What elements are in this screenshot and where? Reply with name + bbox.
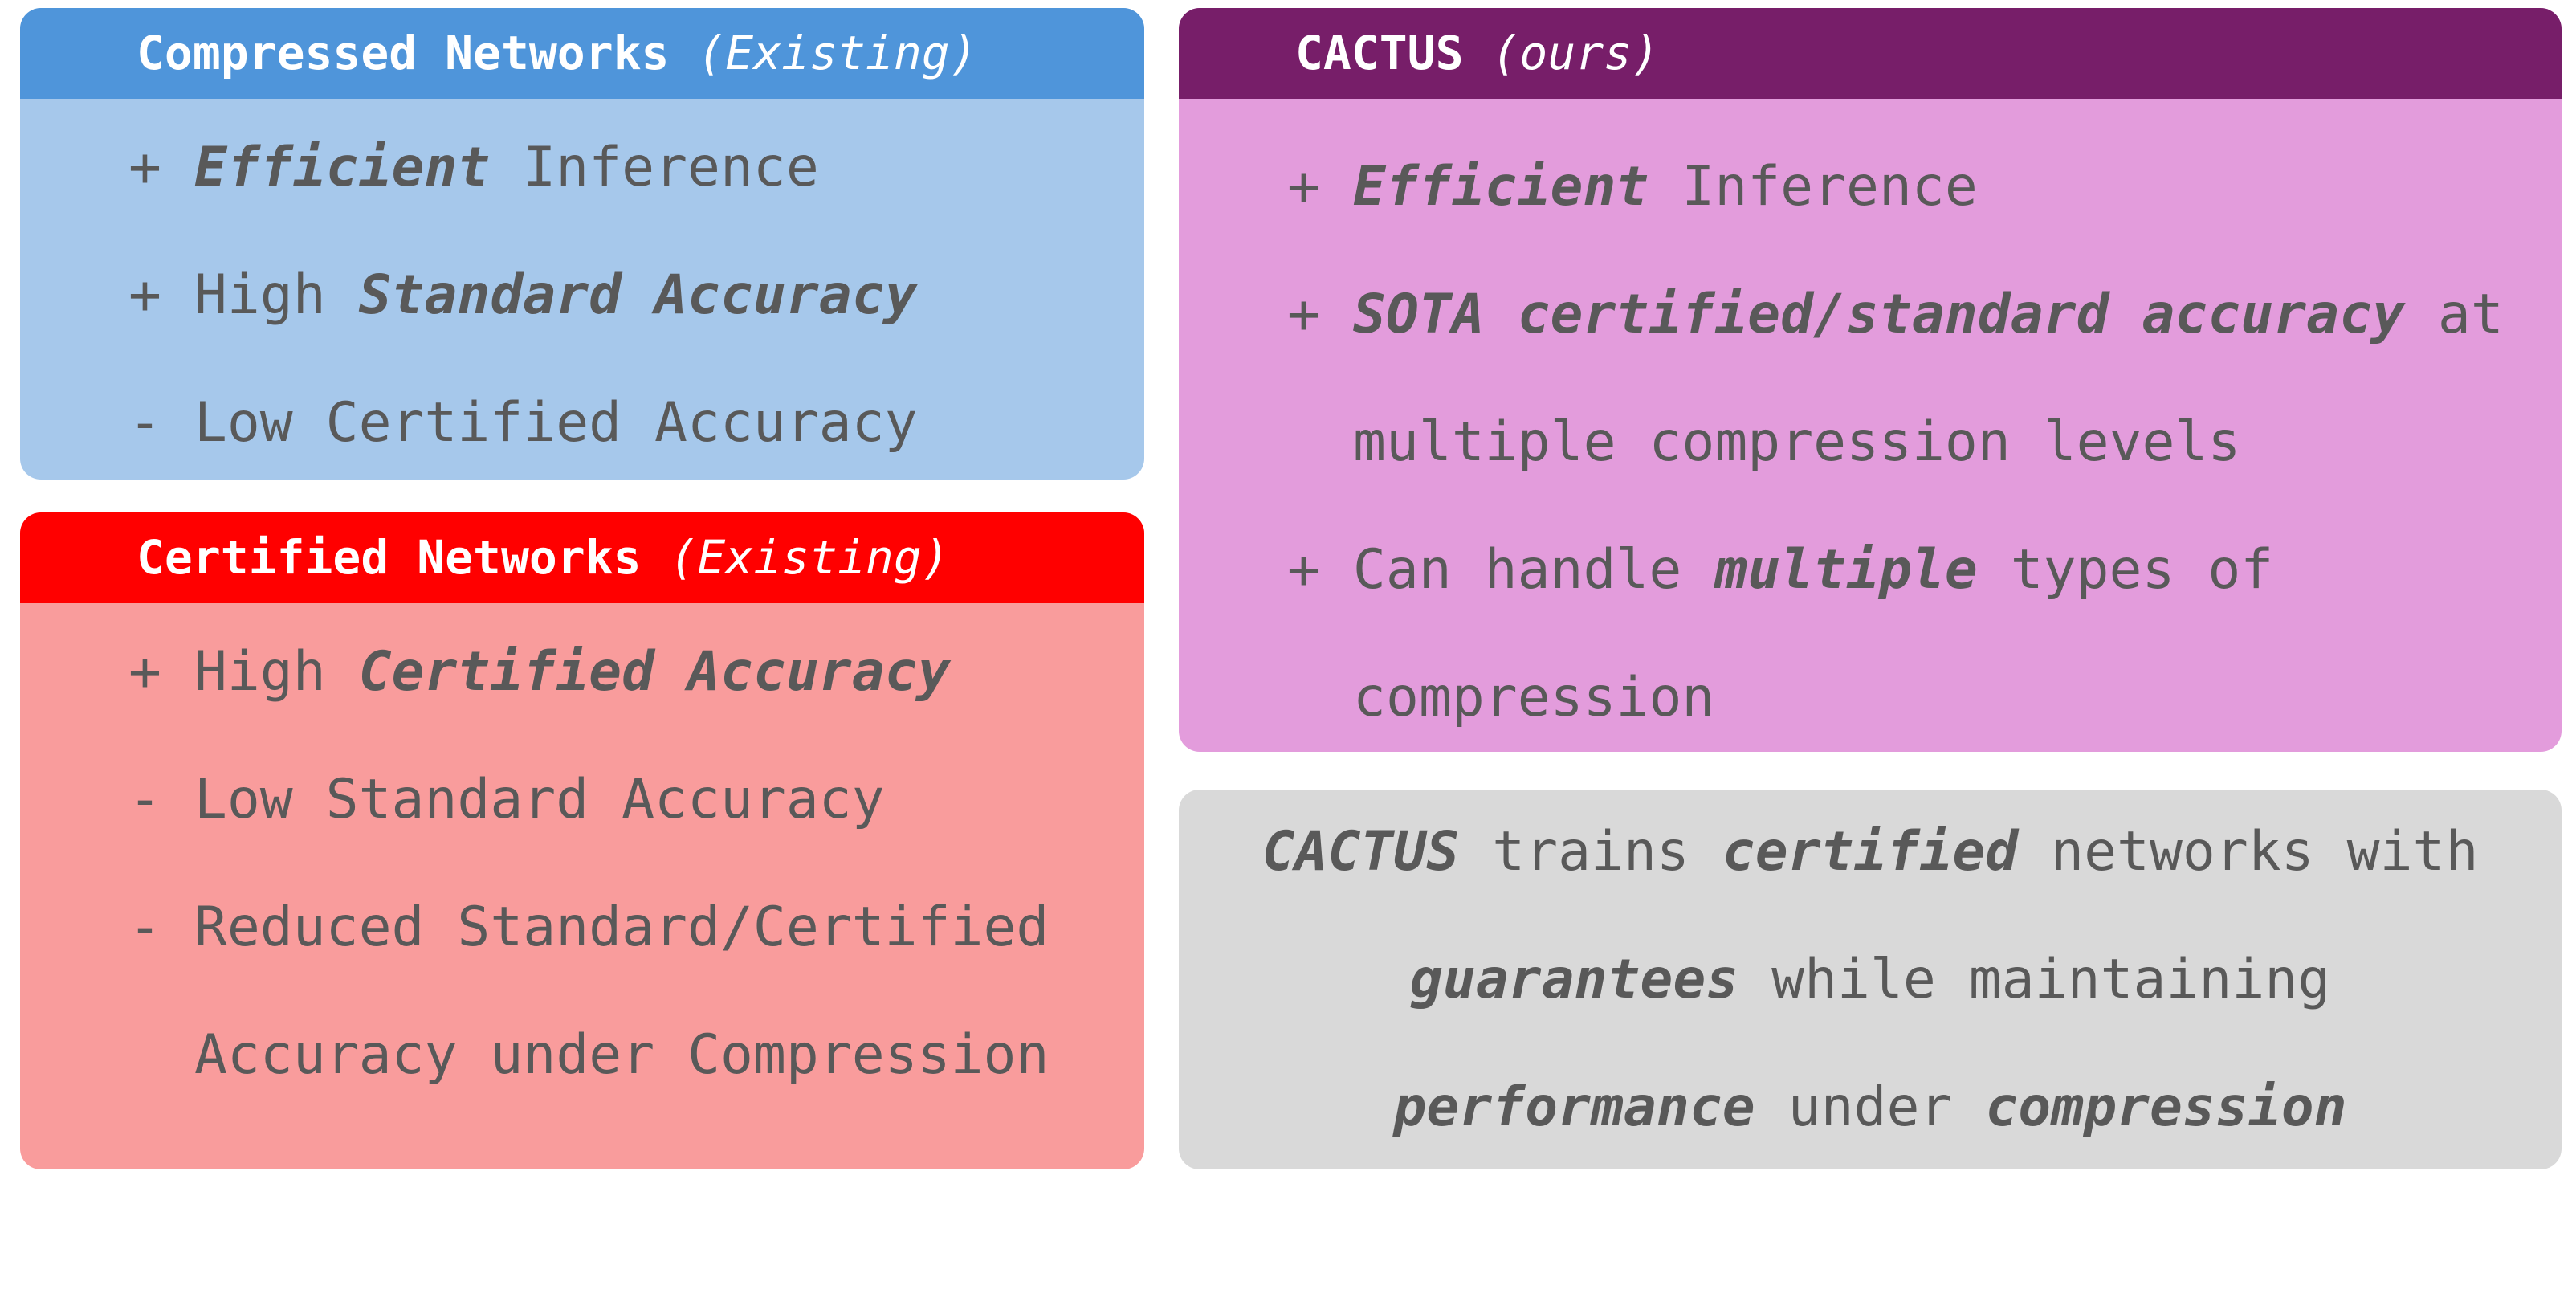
cactus-tag: (ours) xyxy=(1491,26,1660,80)
compressed-item-1: + Efficient Inference xyxy=(128,136,819,199)
certified-item-3-cont: Accuracy under Compression xyxy=(194,1023,1050,1087)
compressed-networks-panel: Compressed Networks (Existing) + Efficie… xyxy=(20,8,1144,480)
summary-line-1: CACTUS trains certified networks with xyxy=(1262,820,2479,884)
cactus-header: CACTUS (ours) xyxy=(1179,8,2562,99)
summary-panel: CACTUS trains certified networks with gu… xyxy=(1179,790,2562,1169)
compressed-item-2: + High Standard Accuracy xyxy=(128,263,918,327)
cactus-item-1: + Efficient Inference xyxy=(1287,155,1978,218)
compressed-networks-tag: (Existing) xyxy=(697,26,978,80)
certified-item-3: - Reduced Standard/Certified xyxy=(128,896,1050,959)
certified-item-2: - Low Standard Accuracy xyxy=(128,768,885,831)
certified-networks-header: Certified Networks (Existing) xyxy=(20,512,1144,603)
compressed-item-3: - Low Certified Accuracy xyxy=(128,391,918,455)
cactus-item-3-cont: compression xyxy=(1353,666,1715,729)
summary-line-3: performance under compression xyxy=(1393,1076,2347,1139)
cactus-panel: CACTUS (ours) + Efficient Inference + SO… xyxy=(1179,8,2562,752)
cactus-item-3: + Can handle multiple types of xyxy=(1287,538,2274,602)
compressed-networks-header: Compressed Networks (Existing) xyxy=(20,8,1144,99)
certified-item-1: + High Certified Accuracy xyxy=(128,640,951,704)
certified-networks-tag: (Existing) xyxy=(669,530,950,585)
compressed-networks-title: Compressed Networks xyxy=(137,26,670,80)
compressed-networks-body: + Efficient Inference + High Standard Ac… xyxy=(20,99,1144,480)
certified-networks-title: Certified Networks xyxy=(137,530,642,585)
cactus-item-2: + SOTA certified/standard accuracy at xyxy=(1287,283,2504,346)
certified-networks-panel: Certified Networks (Existing) + High Cer… xyxy=(20,512,1144,1169)
summary-line-2: guarantees while maintaining xyxy=(1409,948,2331,1011)
cactus-title: CACTUS xyxy=(1295,26,1464,80)
certified-networks-body: + High Certified Accuracy - Low Standard… xyxy=(20,603,1144,1169)
cactus-item-2-cont: multiple compression levels xyxy=(1353,410,2241,474)
cactus-body: + Efficient Inference + SOTA certified/s… xyxy=(1179,99,2562,752)
